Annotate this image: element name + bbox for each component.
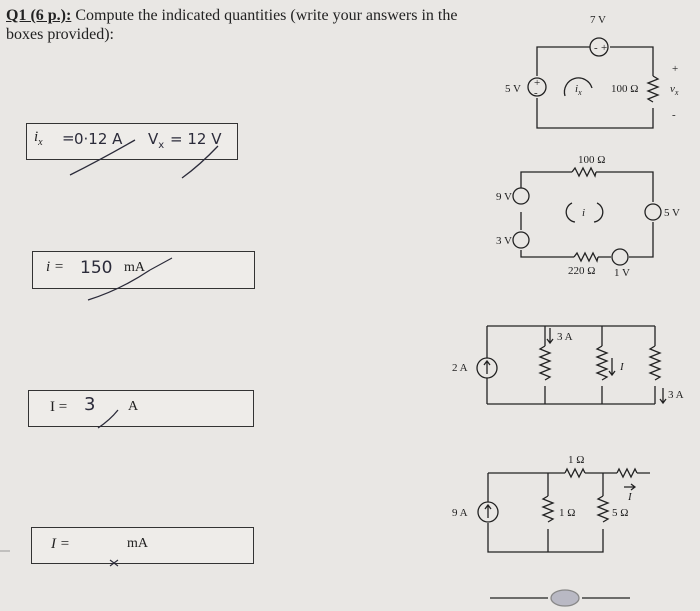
c2-current-label: i (582, 207, 585, 219)
answer-3-label: I = (50, 399, 68, 415)
question-number: Q1 (6 p.): (6, 7, 72, 24)
voltage-source-icon (512, 231, 530, 249)
circuit-1 (527, 37, 660, 129)
hand-stroke (87, 269, 151, 301)
voltage-source-icon (589, 37, 609, 57)
question-header: Q1 (6 p.): Compute the indicated quantit… (6, 6, 486, 44)
current-loop-arrow-icon (563, 77, 593, 97)
answer-1-extra-label: Vx (148, 130, 165, 151)
c3-cur-top-label: 3 A (557, 331, 573, 343)
c1-src-left-label: 5 V (505, 83, 521, 95)
c4-src-label: 9 A (452, 507, 468, 519)
resistor-icon (596, 495, 610, 523)
resistor-icon (538, 345, 552, 381)
c4-r-right-label: 5 Ω (612, 507, 628, 519)
hand-stroke (181, 145, 219, 179)
c1-volt-label: vx (670, 83, 679, 97)
c2-r-top-label: 100 Ω (578, 154, 605, 166)
c2-src-left2-label: 3 V (496, 235, 512, 247)
c1-minus: - (672, 109, 676, 121)
arrow-right-icon (624, 483, 637, 491)
c1-src-left-minus: - (534, 87, 538, 99)
c1-src-top-label: 7 V (590, 14, 606, 26)
source-partial-icon (550, 589, 580, 607)
c3-cur-mid-label: I (619, 361, 625, 373)
circuit-4 (477, 467, 650, 553)
resistor-icon (571, 166, 597, 178)
hand-stroke (69, 139, 136, 176)
answer-box-2[interactable] (32, 251, 255, 289)
current-source-icon (476, 357, 498, 379)
resistor-icon (573, 251, 599, 263)
question-text: Compute the indicated quantities (write … (6, 7, 458, 43)
current-source-icon (477, 501, 499, 523)
answer-4-unit: mA (127, 536, 148, 551)
answer-2-value: 150 (80, 258, 113, 278)
c1-src-left-plus: + (534, 77, 540, 89)
resistor-icon (616, 467, 638, 479)
voltage-source-icon (644, 203, 662, 221)
c4-r-top-label: 1 Ω (568, 454, 584, 466)
c3-src-label: 2 A (452, 362, 468, 374)
answer-2-label: i = (46, 259, 65, 275)
answer-1-label: ix (34, 129, 43, 148)
resistor-icon (564, 467, 586, 479)
voltage-source-icon (527, 77, 547, 97)
c4-r-mid-label: 1 Ω (559, 507, 575, 519)
c4-cur-label: I (627, 491, 633, 503)
arrow-up-icon (483, 359, 491, 374)
hand-stroke (109, 559, 119, 567)
current-loop-arrow-icon (565, 202, 604, 223)
arrow-up-icon (484, 503, 492, 518)
answer-1-eq: = (62, 129, 75, 147)
answer-box-4[interactable] (31, 527, 254, 564)
circuit-3 (476, 325, 667, 405)
c1-current-label: ix (575, 83, 582, 97)
hand-stroke (149, 257, 173, 271)
circuit-2 (512, 166, 662, 266)
c2-r-bottom-label: 220 Ω (568, 265, 595, 277)
c3-cur-right-label: 3 A (668, 389, 684, 401)
voltage-source-icon (512, 187, 530, 205)
resistor-icon (646, 75, 660, 103)
answer-2-unit: mA (124, 260, 145, 275)
answer-4-label: I = (51, 536, 70, 552)
arrow-down-icon (608, 358, 616, 377)
c2-src-right-label: 5 V (664, 207, 680, 219)
c1-resistor-label: 100 Ω (611, 83, 638, 95)
resistor-icon (541, 495, 555, 523)
c2-src-bottom-label: 1 V (614, 267, 630, 279)
voltage-source-icon (611, 248, 629, 266)
c1-src-top-minus: - (594, 42, 598, 54)
answer-3-unit: A (128, 399, 139, 414)
c1-src-top-plus: + (601, 42, 607, 54)
c2-src-left1-label: 9 V (496, 191, 512, 203)
hand-stroke (97, 409, 119, 429)
resistor-icon (648, 345, 662, 381)
circuit-5-partial (490, 589, 630, 607)
arrow-down-icon (546, 328, 554, 345)
c1-plus: + (672, 63, 678, 75)
answer-box-3[interactable] (28, 390, 254, 427)
answer-1-value: 0·12 A (74, 130, 123, 148)
arrow-down-icon (659, 388, 667, 405)
resistor-icon (595, 345, 609, 381)
answer-1-extra-value: = 12 V (170, 130, 222, 148)
answer-3-value: 3 (84, 394, 96, 415)
